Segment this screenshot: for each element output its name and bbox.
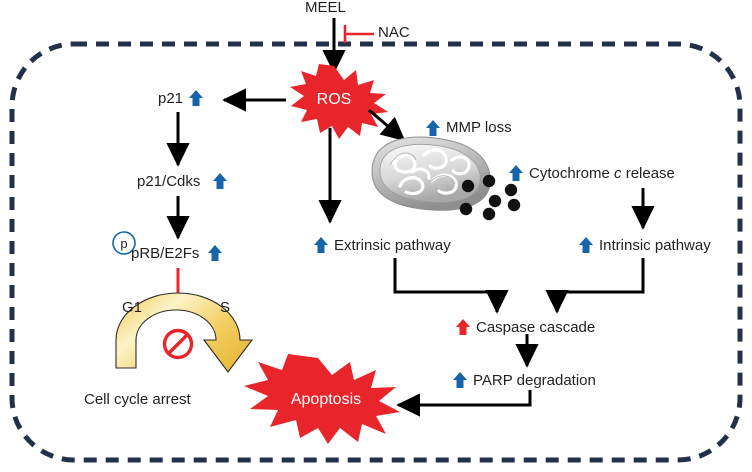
cytochrome-c-dots xyxy=(459,174,521,221)
cell-cycle-arrest-label: Cell cycle arrest xyxy=(84,391,191,408)
meel-label: MEEL xyxy=(305,0,346,16)
arrow-prb-inhibits-cycle xyxy=(164,268,192,298)
parp-degradation-label: PARP degradation xyxy=(473,372,596,389)
arrow-parp-to-apoptosis xyxy=(396,390,532,417)
ros-burst-shape xyxy=(290,64,388,139)
up-arrow-red-icon xyxy=(456,319,470,335)
arrow-extrinsic-to-caspase xyxy=(393,258,509,314)
up-arrow-blue-icon xyxy=(509,165,523,181)
up-arrow-blue-icon xyxy=(453,372,467,388)
mitochondrion-icon xyxy=(371,136,491,211)
arrow-intrinsic-to-caspase xyxy=(545,258,645,314)
nac-label: NAC xyxy=(378,24,410,41)
arrow-ros-to-mitochondrion xyxy=(368,108,406,142)
extrinsic-pathway-label: Extrinsic pathway xyxy=(334,237,451,254)
up-arrow-blue-icon xyxy=(208,245,222,261)
cytochrome-text-post: release xyxy=(621,165,675,182)
g1-label: G1 xyxy=(122,299,143,316)
s-phase-label: S xyxy=(220,299,231,316)
mmp-loss-label: MMP loss xyxy=(446,119,512,136)
up-arrow-blue-icon xyxy=(579,237,593,253)
svg-text:p: p xyxy=(120,236,127,251)
prohibition-icon xyxy=(162,328,194,360)
phospho-circle-icon: p xyxy=(112,231,136,255)
up-arrow-blue-icon xyxy=(426,120,440,136)
up-arrow-blue-icon xyxy=(314,237,328,253)
inhibition-bar-icon xyxy=(343,25,374,43)
p21-label: p21 xyxy=(158,90,184,107)
cytochrome-c-release-label: Cytochrome c release xyxy=(529,166,675,181)
cell-membrane-border xyxy=(9,41,743,463)
up-arrow-blue-icon xyxy=(213,173,227,189)
up-arrow-blue-icon xyxy=(189,90,203,106)
cytochrome-text-pre: Cytochrome xyxy=(529,165,615,182)
apoptosis-burst-shape xyxy=(244,354,400,444)
intrinsic-pathway-label: Intrinsic pathway xyxy=(599,237,711,254)
cytochrome-c-italic: c xyxy=(614,165,622,182)
prb-e2fs-label: pRB/E2Fs xyxy=(131,245,200,262)
p21cdks-label: p21/Cdks xyxy=(137,173,201,190)
caspase-cascade-label: Caspase cascade xyxy=(476,319,596,336)
cell-cycle-arc xyxy=(115,292,254,373)
